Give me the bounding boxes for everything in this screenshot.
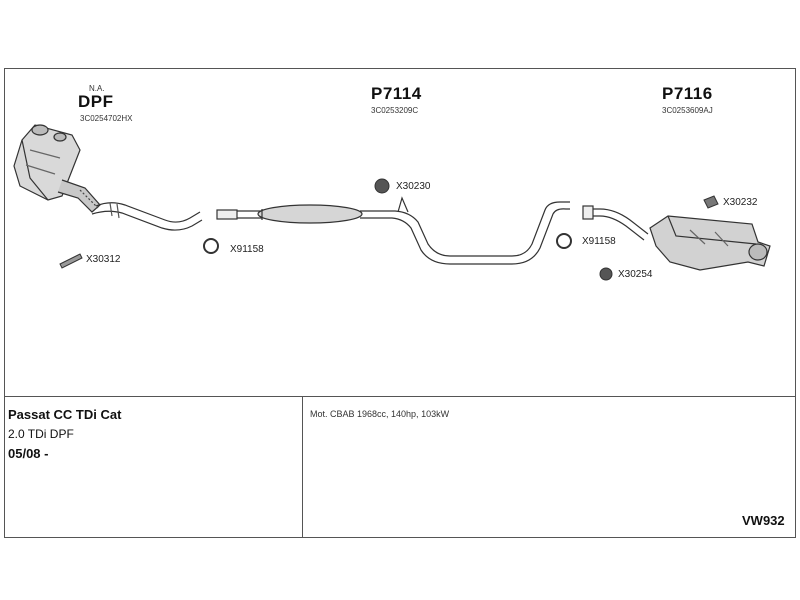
rear-oem-number: 3C0253609AJ	[662, 106, 713, 115]
clamp-icon-rear	[556, 233, 572, 249]
clamp-icon-front	[203, 238, 219, 254]
middle-part-code: P7114	[371, 84, 422, 103]
accessory-x91158-rear: X91158	[582, 236, 616, 247]
divider-horizontal	[5, 396, 795, 397]
accessory-x30254: X30254	[618, 269, 653, 280]
dpf-unit-illustration	[13, 124, 101, 213]
hanger-rod-icon	[59, 253, 83, 269]
reference-code: VW932	[742, 513, 785, 528]
accessory-icons	[59, 178, 719, 281]
middle-section-illustration	[216, 196, 570, 265]
vehicle-date: 05/08 -	[8, 446, 49, 461]
accessory-x30312: X30312	[86, 254, 121, 265]
front-pipe-illustration	[91, 202, 203, 231]
dpf-oem-number: 3C0254702HX	[80, 114, 133, 123]
diagram-frame	[4, 68, 796, 538]
divider-vertical	[302, 396, 303, 538]
engine-info: Mot. CBAB 1968cc, 140hp, 103kW	[310, 409, 450, 419]
gasket-icon	[703, 195, 719, 209]
vehicle-engine-variant: 2.0 TDi DPF	[8, 427, 74, 441]
rear-section-illustration	[582, 205, 771, 271]
middle-oem-number: 3C0253209C	[371, 106, 419, 115]
rear-part-code: P7116	[662, 84, 713, 103]
accessory-x30232: X30232	[723, 197, 758, 208]
dpf-note: N.A.	[89, 84, 105, 93]
accessory-x30230: X30230	[396, 181, 431, 192]
accessory-x91158-front: X91158	[230, 244, 264, 255]
rubber-mount-icon-middle	[374, 178, 390, 194]
vehicle-model: Passat CC TDi Cat	[8, 407, 122, 422]
dpf-part-code: DPF	[78, 92, 114, 111]
rubber-mount-icon-rear	[599, 267, 613, 281]
